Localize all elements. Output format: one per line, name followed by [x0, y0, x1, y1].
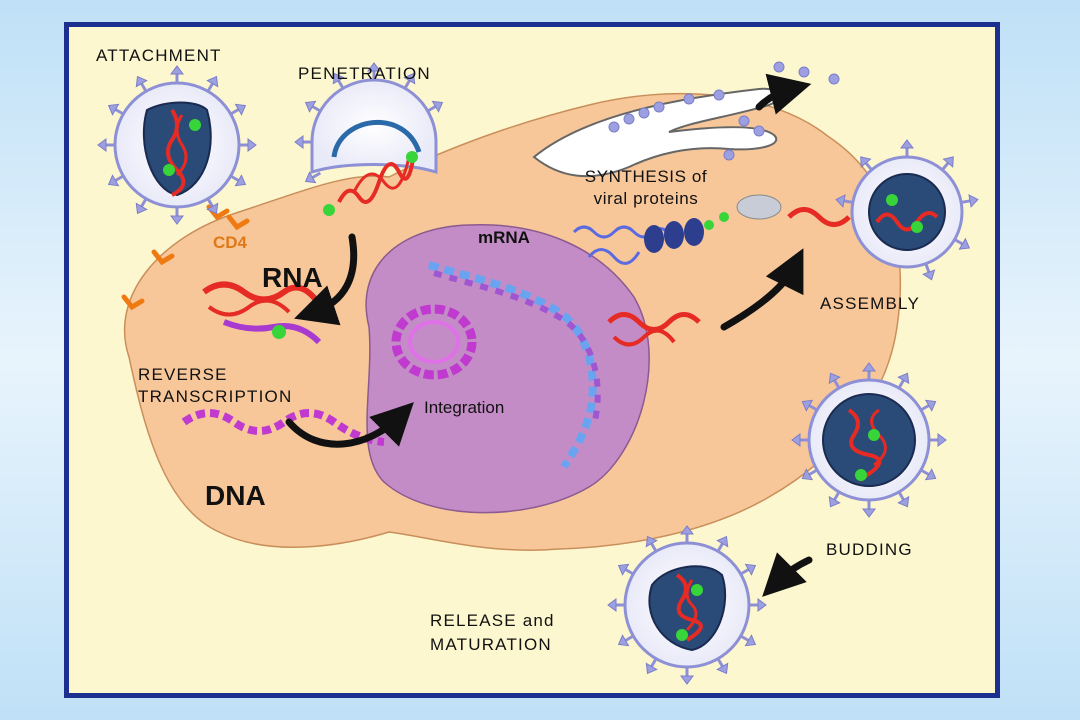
virion-budding — [790, 361, 948, 519]
virion-release — [606, 524, 768, 686]
label-integration: Integration — [424, 398, 505, 417]
label-mrna: mRNA — [478, 228, 530, 247]
surface-vesicles — [608, 61, 840, 161]
label-budding: BUDDING — [826, 540, 913, 559]
label-dna: DNA — [205, 480, 266, 511]
label-penetration: PENETRATION — [298, 64, 431, 83]
curved-arrow-icon — [285, 73, 813, 597]
label-synthesis-line2: viral proteins — [593, 189, 699, 208]
label-synthesis-line1: SYNTHESIS of — [584, 167, 708, 186]
label-reverse: REVERSE — [138, 365, 228, 384]
nucleus — [365, 224, 650, 514]
label-maturation: MATURATION — [430, 635, 552, 654]
virion-assembly — [833, 138, 981, 284]
label-transcription: TRANSCRIPTION — [138, 387, 293, 406]
chromosomal-dna-helix — [427, 261, 597, 469]
ribosome-icon — [644, 194, 782, 253]
virion-attachment — [96, 64, 258, 226]
label-assembly: ASSEMBLY — [820, 294, 920, 313]
virion-penetration — [293, 61, 447, 216]
hiv-life-cycle-diagram — [96, 61, 981, 686]
circular-dna-icon — [391, 304, 477, 380]
label-rna: RNA — [262, 262, 323, 293]
label-cd4: CD4 — [213, 233, 248, 252]
label-release: RELEASE and — [430, 611, 555, 630]
endoplasmic-reticulum-icon — [532, 87, 781, 178]
label-attachment: ATTACHMENT — [96, 46, 222, 65]
